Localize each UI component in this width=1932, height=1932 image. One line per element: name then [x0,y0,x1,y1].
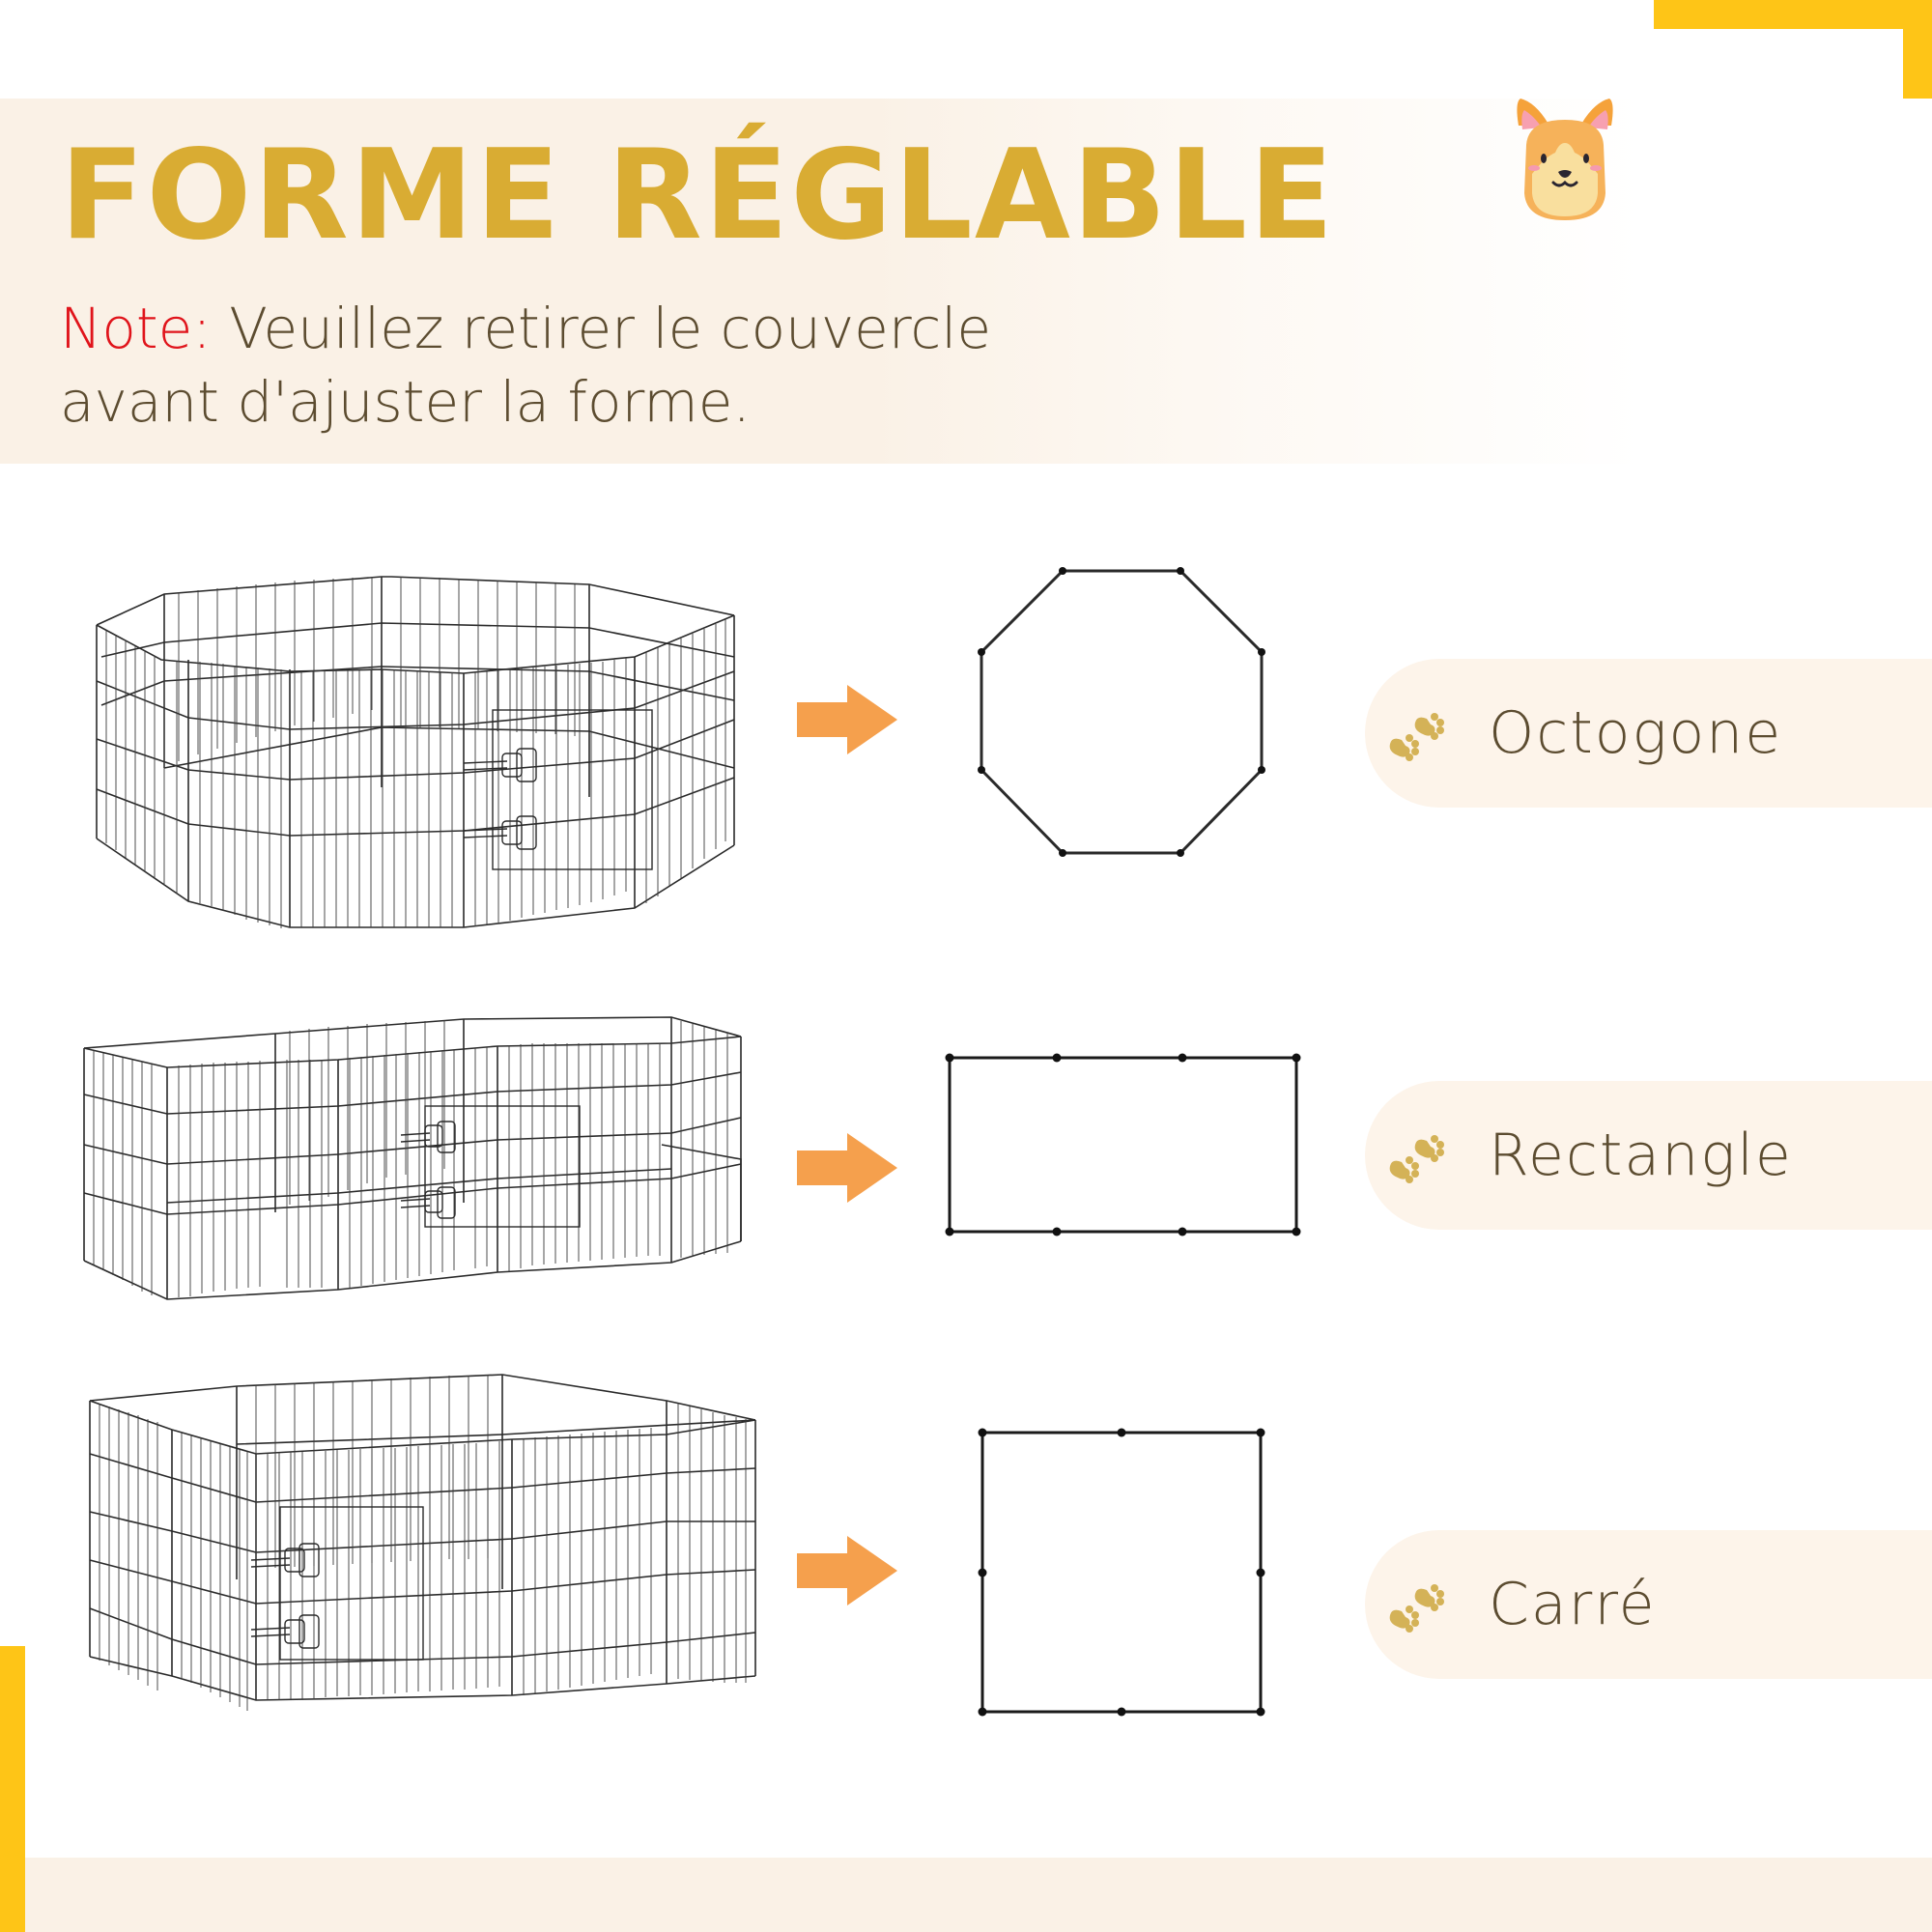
note-label: Note: [60,296,212,361]
page-title: FORME RÉGLABLE [60,124,1336,268]
corner-accent-top-right [1654,0,1932,29]
rectangle-playpen-illustration [83,1016,742,1300]
footer-band [25,1858,1932,1932]
paw-prints-icon [1389,1135,1444,1183]
octagon-playpen-illustration [96,576,735,928]
shape-label: Carré [1489,1571,1657,1638]
octagon-diagram [978,567,1265,857]
header-band [0,99,1932,464]
shape-label: Rectangle [1489,1122,1793,1189]
rectangle-diagram [945,1053,1301,1236]
paw-prints-icon [1389,1584,1444,1633]
note-text: Note: Veuillez retirer le couvercle avan… [60,292,1122,439]
square-diagram [978,1428,1265,1717]
corner-accent-bottom-left-vertical [0,1646,25,1932]
corgi-dog-face-icon [1517,99,1613,220]
shape-label-pill-rectangle: Rectangle [1365,1081,1932,1230]
shape-label-pill-square: Carré [1365,1530,1932,1679]
shape-label: Octogone [1489,699,1783,767]
arrow-right-icon [797,1536,897,1605]
square-playpen-illustration [89,1374,756,1711]
arrow-right-icon [797,1133,897,1203]
note-line-1: Veuillez retirer le couvercle [211,296,992,361]
note-line-2: avant d'ajuster la forme. [60,369,751,435]
arrow-right-icon [797,685,897,754]
shape-label-pill-octagon: Octogone [1365,659,1932,808]
paw-prints-icon [1389,713,1444,761]
